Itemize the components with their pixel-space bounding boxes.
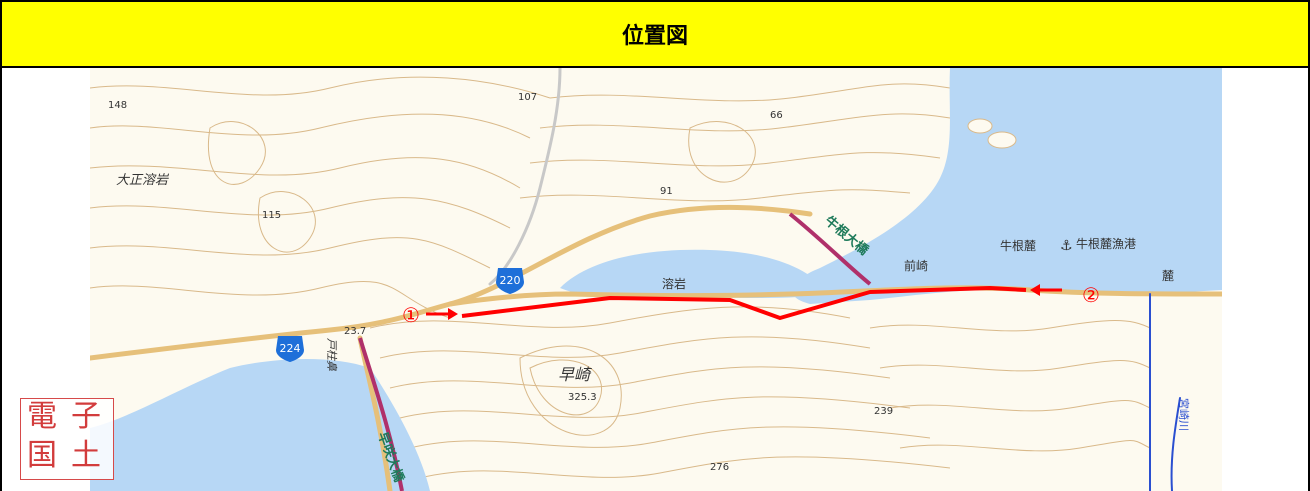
island bbox=[987, 131, 1017, 149]
denshi-kokudo-seal: 電 子 国 土 bbox=[20, 398, 114, 480]
seal-char: 国 bbox=[27, 438, 57, 473]
label-ushine-port: 牛根麓漁港 bbox=[1076, 236, 1136, 251]
elevation: 148 bbox=[108, 100, 127, 111]
label-yogan: 溶岩 bbox=[662, 276, 686, 291]
roads bbox=[90, 68, 1222, 491]
elevation: 66 bbox=[770, 110, 783, 121]
svg-text:220: 220 bbox=[500, 274, 521, 287]
sea-north bbox=[791, 68, 1222, 304]
bay-south bbox=[90, 358, 430, 491]
label-maesaki: 前崎 bbox=[904, 258, 928, 273]
end-arrowhead bbox=[1030, 284, 1040, 296]
elevation: 23.7 bbox=[344, 326, 366, 337]
label-taisho-yogan: 大正溶岩 bbox=[116, 173, 170, 188]
seal-char: 子 bbox=[71, 399, 101, 434]
elevation: 276 bbox=[710, 462, 729, 473]
elevation-labels: 148 107 66 115 91 23.7 325.3 239 276 bbox=[108, 92, 893, 473]
seal-char: 土 bbox=[71, 438, 101, 473]
ushine-bridge bbox=[788, 212, 872, 286]
page-title: 位置図 bbox=[621, 24, 688, 49]
seal-char: 電 bbox=[27, 399, 57, 434]
hayasaki-bridge bbox=[358, 337, 404, 491]
route-line bbox=[461, 286, 1027, 320]
label-ushine: 牛根麓 bbox=[1000, 238, 1036, 253]
location-map: 220 224 ① ② 大正溶岩 溶岩 前崎 牛根麓 ⚓ 牛根麓漁港 麓 早崎 … bbox=[2, 68, 1308, 491]
island bbox=[967, 118, 993, 134]
contour-lines bbox=[90, 76, 1151, 479]
end-marker: ② bbox=[1082, 283, 1100, 307]
label-toshirahana: 戸柱鼻 bbox=[325, 338, 338, 371]
label-miyasaki-river: 宮崎川 bbox=[1177, 398, 1191, 431]
label-hayasaki: 早崎 bbox=[558, 365, 592, 384]
topographic-map: 220 224 ① ② 大正溶岩 溶岩 前崎 牛根麓 ⚓ 牛根麓漁港 麓 早崎 … bbox=[90, 68, 1222, 491]
svg-text:224: 224 bbox=[280, 342, 301, 355]
start-marker: ① bbox=[402, 303, 420, 327]
elevation: 325.3 bbox=[568, 392, 597, 403]
route-shield-220: 220 bbox=[496, 268, 524, 294]
anchor-icon: ⚓ bbox=[1060, 238, 1073, 254]
start-arrowhead bbox=[448, 308, 458, 320]
title-bar: 位置図 bbox=[2, 2, 1308, 68]
route-shield-224: 224 bbox=[276, 336, 304, 362]
inlet bbox=[560, 249, 830, 298]
elevation: 107 bbox=[518, 92, 537, 103]
label-fumoto: 麓 bbox=[1162, 269, 1174, 283]
elevation: 239 bbox=[874, 406, 893, 417]
elevation: 91 bbox=[660, 186, 673, 197]
elevation: 115 bbox=[262, 210, 281, 221]
